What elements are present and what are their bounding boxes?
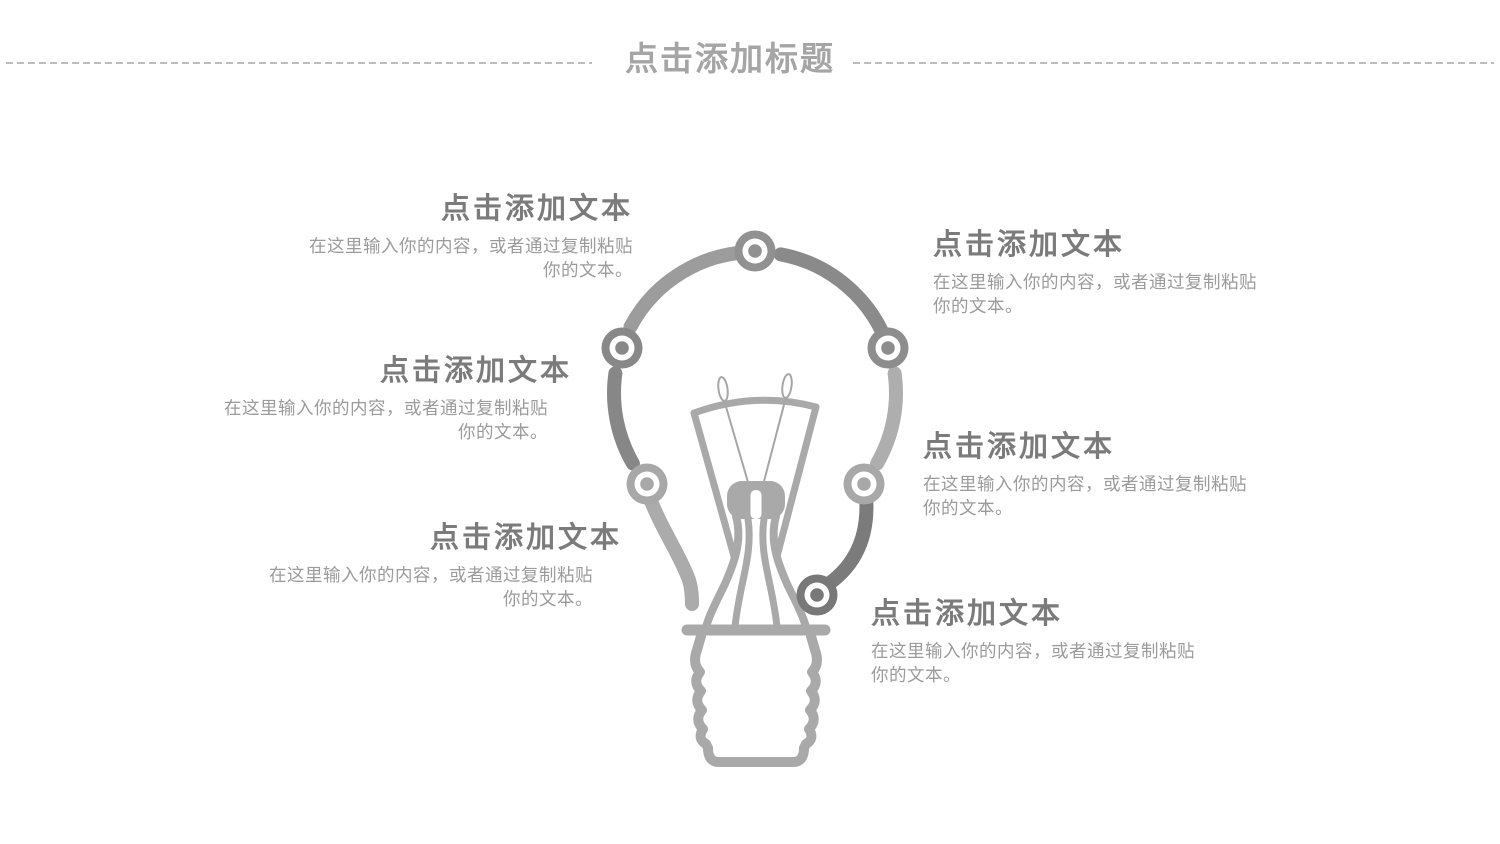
bulb-node-bottom-right [796, 574, 838, 616]
body-line-1: 在这里输入你的内容，或者通过复制粘贴 [224, 398, 548, 418]
text-placeholder-heading: 点击添加文本 [429, 522, 622, 554]
bulb-stem-inner-right [759, 515, 781, 631]
bulb-neck-left [641, 487, 699, 611]
bulb-neck-right [817, 488, 874, 594]
body-line-1: 在这里输入你的内容，或者通过复制粘贴 [923, 474, 1247, 494]
slide-title-placeholder[interactable]: 点击添加标题 [625, 40, 835, 77]
text-placeholder-5[interactable]: 点击添加文本 在这里输入你的内容，或者通过复制粘贴 你的文本。 [923, 428, 1353, 520]
text-placeholder-heading: 点击添加文本 [933, 229, 1126, 261]
body-line-2: 你的文本。 [923, 498, 1013, 518]
bulb-filament-wire-left [723, 399, 751, 490]
text-placeholder-2[interactable]: 点击添加文本 在这里输入你的内容，或者通过复制粘贴 你的文本。 [142, 352, 572, 444]
body-line-1: 在这里输入你的内容，或者通过复制粘贴 [933, 272, 1257, 292]
text-placeholder-body: 在这里输入你的内容，或者通过复制粘贴 你的文本。 [923, 472, 1353, 520]
bulb-node-mid-left [626, 463, 668, 505]
text-placeholder-body: 在这里输入你的内容，或者通过复制粘贴 你的文本。 [192, 563, 593, 611]
text-placeholder-4[interactable]: 点击添加文本 在这里输入你的内容，或者通过复制粘贴 你的文本。 [933, 226, 1363, 318]
body-line-1: 在这里输入你的内容，或者通过复制粘贴 [269, 565, 593, 585]
title-divider-left [6, 62, 592, 64]
body-line-2: 你的文本。 [503, 589, 593, 609]
bulb-filament-loop-right [781, 373, 793, 399]
bulb-filament-wire-right [761, 396, 787, 490]
body-line-1: 在这里输入你的内容，或者通过复制粘贴 [309, 236, 633, 256]
text-placeholder-body: 在这里输入你的内容，或者通过复制粘贴 你的文本。 [203, 234, 633, 282]
text-placeholder-heading: 点击添加文本 [379, 355, 572, 387]
text-placeholder-heading: 点击添加文本 [923, 431, 1116, 463]
text-placeholder-body: 在这里输入你的内容，或者通过复制粘贴 你的文本。 [142, 396, 548, 444]
body-line-2: 你的文本。 [458, 422, 548, 442]
bulb-filament-fan-top-edge [690, 396, 820, 417]
bulb-stem-outer-left [702, 512, 743, 631]
body-line-2: 你的文本。 [543, 260, 633, 280]
bulb-filament-loop-left [717, 376, 729, 402]
bulb-stem-inner-left [731, 515, 753, 631]
body-line-2: 你的文本。 [871, 665, 961, 685]
text-placeholder-1[interactable]: 点击添加文本 在这里输入你的内容，或者通过复制粘贴 你的文本。 [203, 190, 633, 282]
text-placeholder-body: 在这里输入你的内容，或者通过复制粘贴 你的文本。 [933, 270, 1363, 318]
bulb-node-upper-left [601, 327, 643, 369]
text-placeholder-heading: 点击添加文本 [871, 598, 1064, 630]
bulb-stem-head-slot [750, 490, 762, 519]
bulb-arc-segment-left [607, 366, 640, 471]
bulb-node-upper-right [867, 327, 909, 369]
body-line-1: 在这里输入你的内容，或者通过复制粘贴 [871, 641, 1195, 661]
bulb-base-body [690, 631, 822, 767]
text-placeholder-3[interactable]: 点击添加文本 在这里输入你的内容，或者通过复制粘贴 你的文本。 [192, 519, 622, 611]
body-line-2: 你的文本。 [933, 296, 1023, 316]
bulb-node-mid-right [843, 463, 885, 505]
text-placeholder-6[interactable]: 点击添加文本 在这里输入你的内容，或者通过复制粘贴 你的文本。 [871, 595, 1301, 687]
title-divider-right [853, 62, 1494, 64]
bulb-arc-segment-right [870, 366, 903, 471]
bulb-stem-silhouette [705, 505, 807, 628]
text-placeholder-body: 在这里输入你的内容，或者通过复制粘贴 你的文本。 [871, 639, 1301, 687]
text-placeholder-heading: 点击添加文本 [440, 193, 633, 225]
bulb-arc-segment-top-left [623, 245, 762, 334]
bulb-node-top [734, 230, 776, 272]
bulb-stem-outer-right [769, 512, 810, 631]
